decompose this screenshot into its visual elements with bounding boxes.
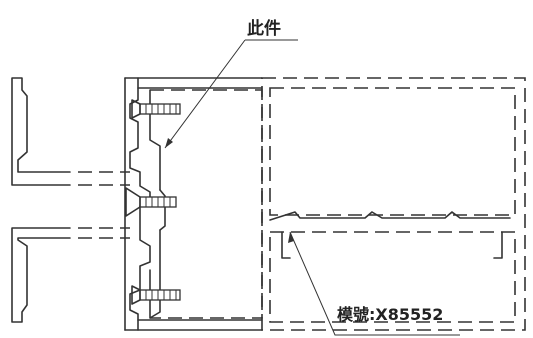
this-part-label: 此件 <box>247 18 281 39</box>
screw-top <box>131 99 181 119</box>
box-profile <box>150 77 526 331</box>
leader-this-part: 此件 <box>164 18 298 149</box>
screw-bottom <box>131 285 181 305</box>
svg-text:模號:X85552: 模號:X85552 <box>337 305 443 324</box>
screw-middle <box>125 187 177 217</box>
model-number-label: X85552 <box>375 305 443 324</box>
model-prefix-label: 模號: <box>337 305 375 324</box>
left-adjacent-profile <box>11 77 130 323</box>
leader-model-number: 模號:X85552 <box>288 231 460 336</box>
